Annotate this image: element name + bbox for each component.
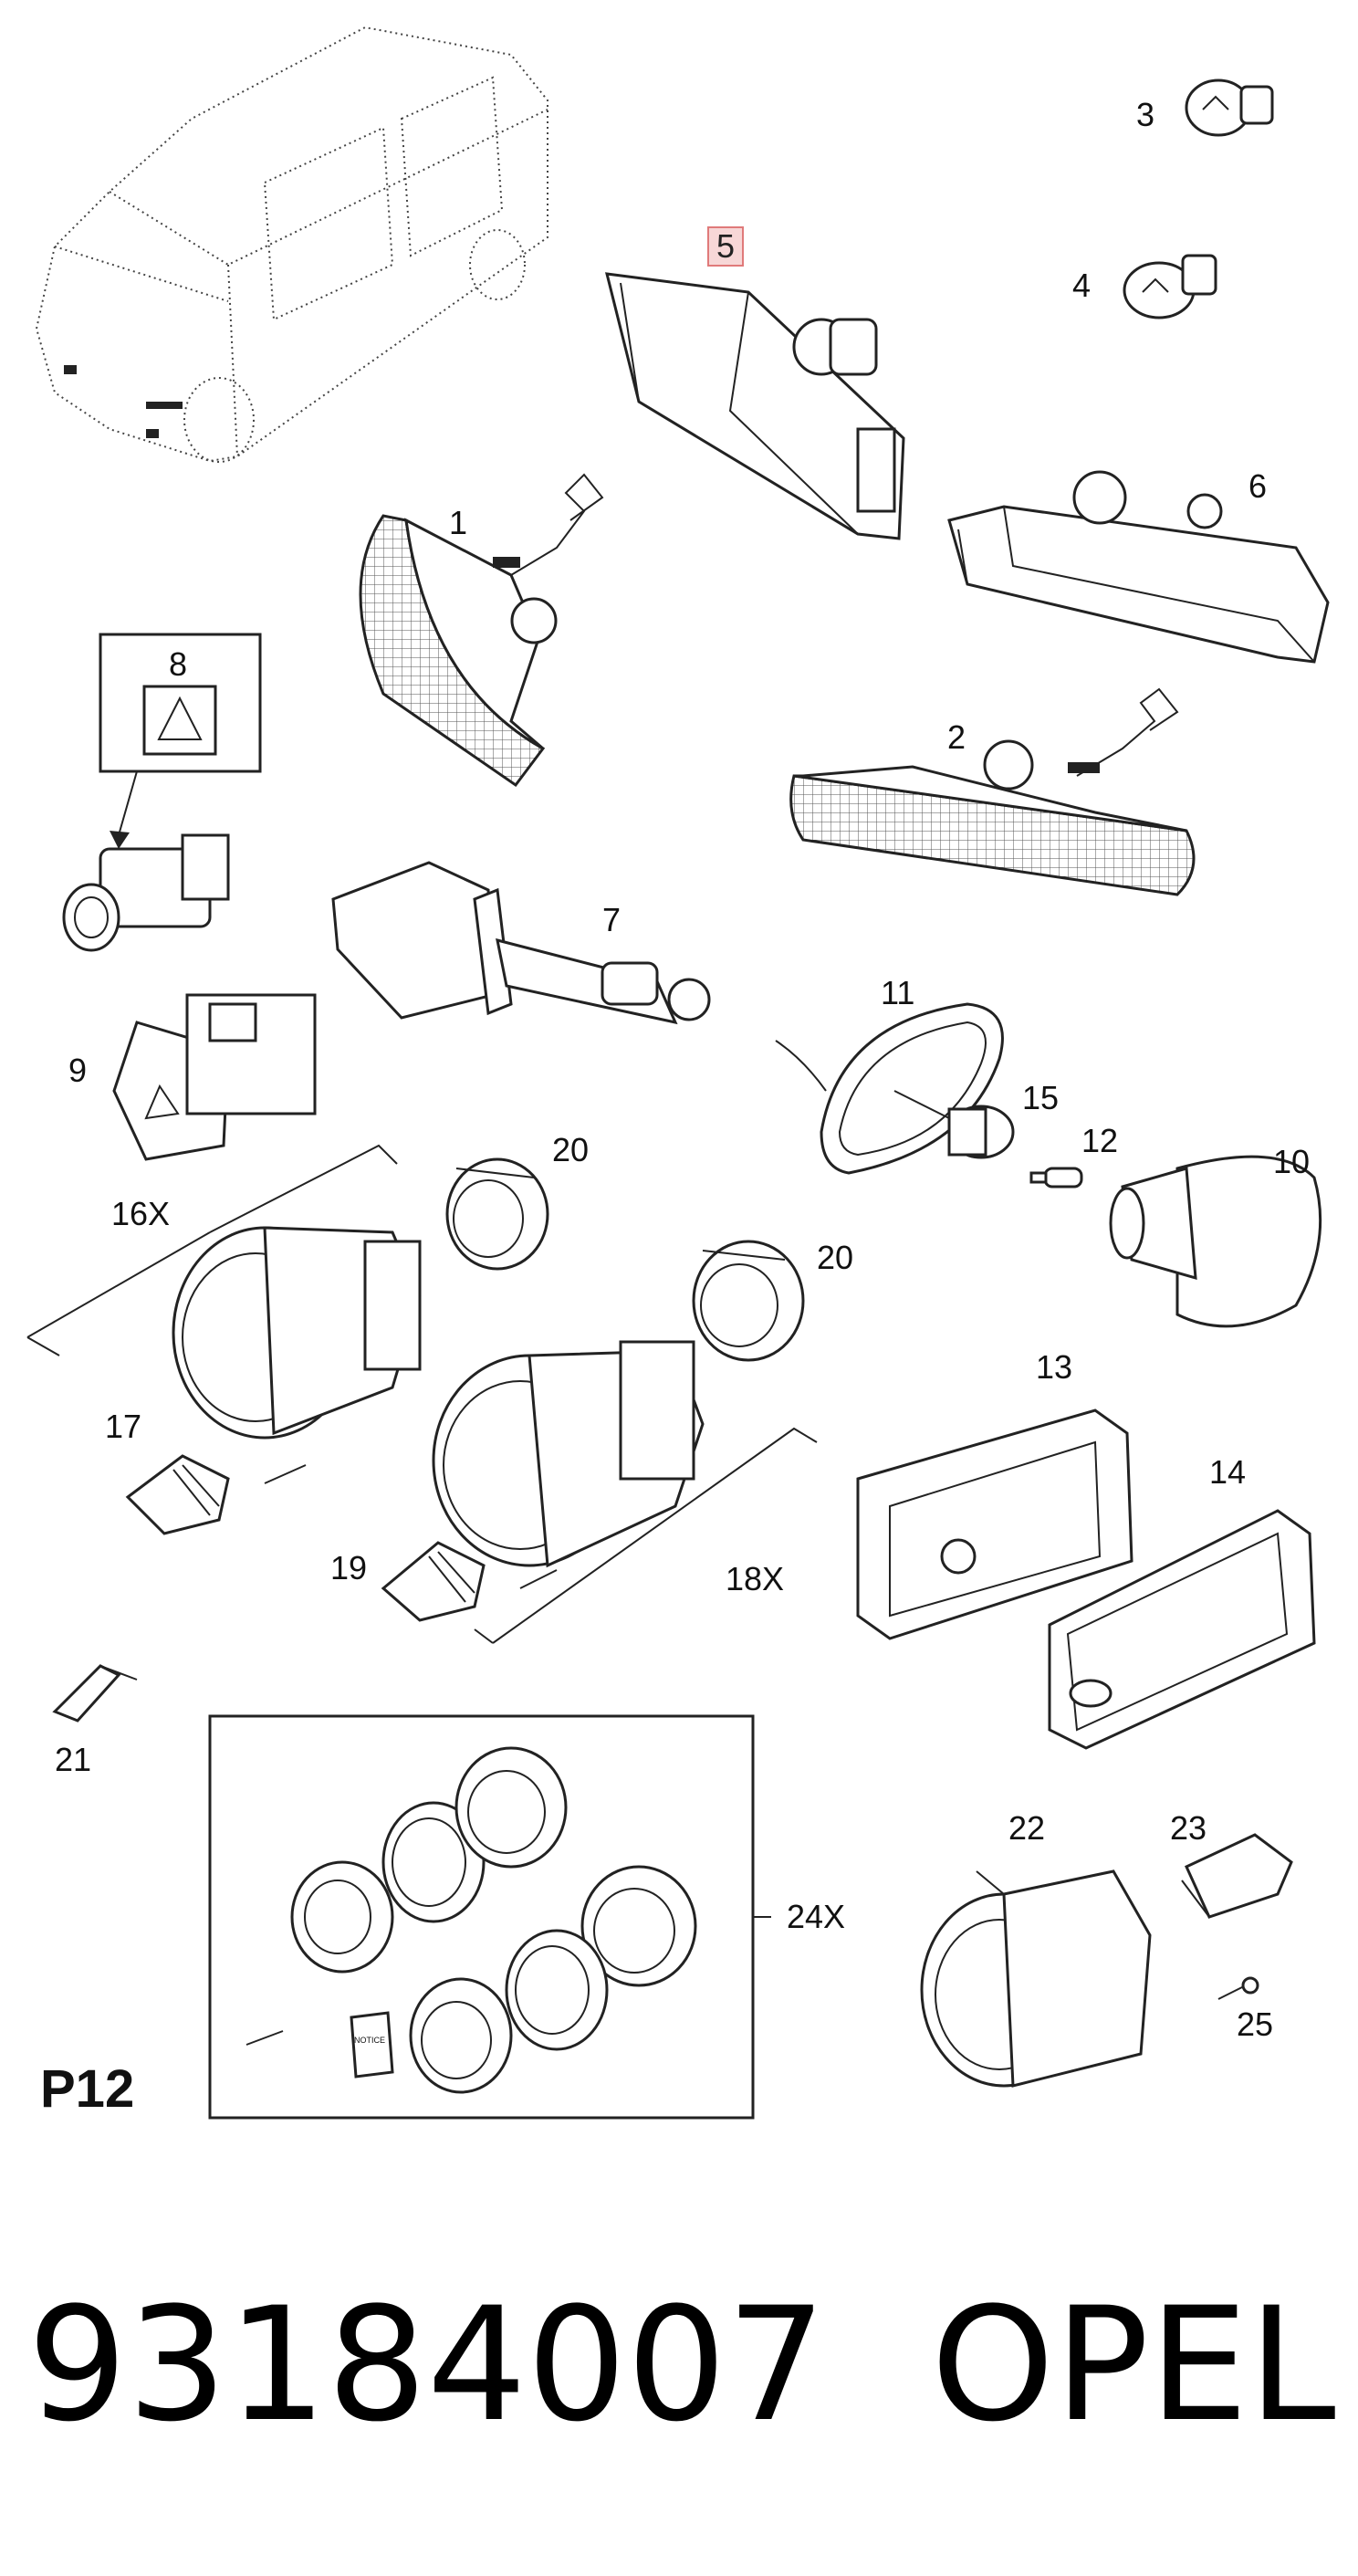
bulb-part-3 xyxy=(1185,79,1274,137)
bulb-part-12 xyxy=(1029,1167,1083,1189)
hazard-switch-body xyxy=(62,833,230,952)
side-lamp-part-2 xyxy=(789,687,1196,896)
bracket-part-19 xyxy=(381,1541,558,1622)
callout-18x: 18X xyxy=(726,1560,785,1597)
ring-kit-box-part-24 xyxy=(208,1714,771,2120)
bulb-part-23 xyxy=(1181,1833,1293,1919)
screw-part-25 xyxy=(1217,1976,1259,2000)
callout-9: 9 xyxy=(68,1052,88,1089)
bulb-part-21 xyxy=(52,1664,138,1723)
callout-15: 15 xyxy=(1022,1079,1060,1116)
callout-17: 17 xyxy=(105,1408,142,1445)
callout-16x: 16X xyxy=(111,1195,171,1232)
callout-13: 13 xyxy=(1036,1348,1073,1386)
callout-3: 3 xyxy=(1136,96,1155,133)
bulb-holder-part-15 xyxy=(893,1090,1015,1159)
side-lamp-part-1 xyxy=(359,473,604,788)
brand-name: OPEL xyxy=(931,2273,1336,2456)
callout-4: 4 xyxy=(1072,267,1092,304)
callout-19: 19 xyxy=(330,1549,368,1586)
callout-20-lower: 20 xyxy=(817,1239,854,1276)
lamp-housing-part-5 xyxy=(605,272,905,540)
parts-diagram xyxy=(26,26,1330,2120)
callout-14: 14 xyxy=(1209,1453,1247,1491)
hazard-switch-callout-8 xyxy=(99,633,262,849)
fog-lamp-part-16 xyxy=(26,1144,422,1440)
callout-1: 1 xyxy=(449,504,468,541)
ring-part-20-upper xyxy=(445,1157,549,1271)
callout-21: 21 xyxy=(55,1741,92,1778)
callout-12: 12 xyxy=(1081,1122,1119,1159)
callout-6: 6 xyxy=(1248,467,1268,505)
side-lamp-part-10 xyxy=(1109,1155,1322,1328)
callout-23: 23 xyxy=(1170,1809,1207,1847)
hazard-switch-part-9 xyxy=(112,993,317,1161)
callout-7: 7 xyxy=(602,901,622,938)
ring-part-20-lower xyxy=(692,1240,805,1362)
callout-2: 2 xyxy=(947,718,966,756)
page-code: P12 xyxy=(40,2059,135,2119)
stalk-switch-part-7 xyxy=(331,861,711,1025)
callout-8: 8 xyxy=(169,645,188,683)
notice-label: NOTICE xyxy=(354,2036,386,2045)
callout-20-upper: 20 xyxy=(552,1131,590,1168)
callout-11: 11 xyxy=(881,974,915,1011)
lamp-housing-part-6 xyxy=(947,470,1330,664)
part-number: 93184007 xyxy=(27,2273,827,2456)
bulb-part-4 xyxy=(1123,254,1217,319)
callout-22: 22 xyxy=(1008,1809,1046,1847)
bracket-part-17 xyxy=(125,1454,307,1535)
callout-5-highlighted: 5 xyxy=(707,226,745,267)
callout-24x: 24X xyxy=(787,1898,846,1935)
lens-part-14 xyxy=(1048,1509,1316,1750)
van-illustration xyxy=(35,26,548,463)
callout-10: 10 xyxy=(1273,1143,1311,1180)
gasket-part-11 xyxy=(775,1002,1004,1175)
fog-lamp-part-22 xyxy=(920,1869,1152,2088)
callout-25: 25 xyxy=(1237,2005,1274,2043)
fog-lamp-part-18 xyxy=(432,1340,818,1644)
lamp-part-13 xyxy=(856,1408,1133,1640)
